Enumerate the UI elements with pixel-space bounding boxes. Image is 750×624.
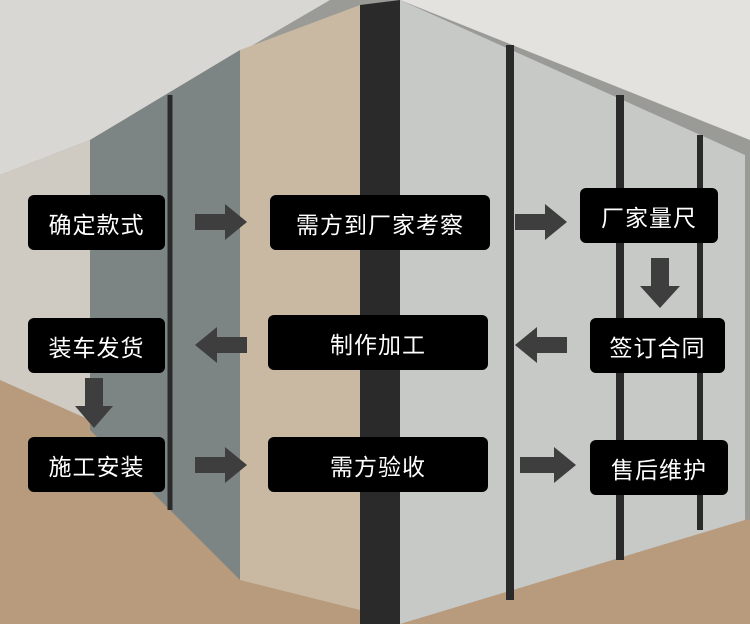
step-label: 装车发货 — [48, 335, 145, 362]
arrow-right-icon — [195, 447, 247, 483]
step-acceptance: 需方验收 — [268, 437, 488, 492]
step-install: 施工安装 — [28, 437, 165, 492]
step-label: 售后维护 — [611, 457, 707, 484]
arrow-left-icon — [195, 327, 247, 363]
step-after-sales: 售后维护 — [590, 440, 728, 495]
arrow-down-icon — [75, 378, 113, 428]
step-factory-visit: 需方到厂家考察 — [270, 195, 490, 250]
step-sign-contract: 签订合同 — [590, 318, 725, 373]
ceiling-right — [400, 0, 750, 140]
corner-post — [360, 0, 400, 624]
arrow-down-icon — [640, 258, 680, 308]
step-label: 需方到厂家考察 — [296, 212, 464, 239]
ceiling-left — [0, 0, 330, 175]
step-factory-measure: 厂家量尺 — [580, 188, 718, 243]
step-label: 施工安装 — [48, 454, 145, 481]
step-label: 制作加工 — [330, 332, 426, 359]
door — [240, 5, 360, 610]
arrow-left-icon — [515, 327, 567, 363]
step-label: 厂家量尺 — [601, 205, 697, 232]
step-confirm-style: 确定款式 — [28, 195, 165, 250]
step-manufacture: 制作加工 — [268, 315, 488, 370]
step-label: 需方验收 — [330, 454, 426, 481]
step-label: 签订合同 — [609, 335, 706, 362]
arrow-right-icon — [520, 447, 576, 483]
arrow-right-icon — [515, 204, 567, 240]
arrow-right-icon — [195, 204, 247, 240]
step-ship: 装车发货 — [28, 318, 165, 373]
step-label: 确定款式 — [48, 212, 145, 239]
